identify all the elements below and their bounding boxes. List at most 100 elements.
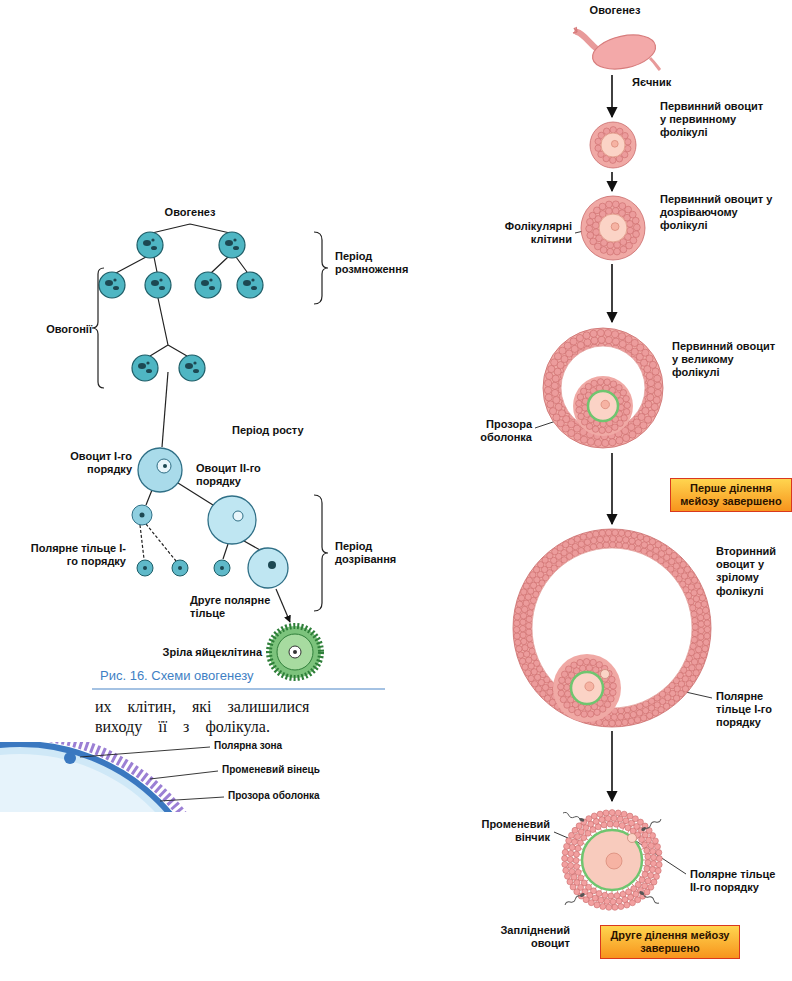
follicle-cell [616,437,623,444]
follicle-cell [649,361,656,368]
follicle-cell [648,387,655,394]
zona-pellucida [0,744,208,812]
stage-arrow [611,264,613,322]
stage-label: Фолікулярні клітини [492,220,572,246]
follicle-cell [692,630,698,636]
follicle-cell [573,851,579,857]
scheme-title: Овогенез [575,4,655,17]
follicle-cell [576,334,583,341]
nucleus [611,223,619,231]
egg-body [277,634,313,670]
follicle-cell [604,898,610,904]
follicle-cell [612,424,618,430]
stage-label: Вторинний овоцит у зрілому фолікулі [716,545,788,598]
follicle-cell [513,626,519,632]
stage-arrow [611,731,613,801]
oocyte-body [208,496,256,544]
stage-label: Яєчник [632,76,692,89]
follicle-cell [528,663,534,669]
follicle-cell [695,602,701,608]
follicle-cell [620,390,626,396]
polar-body-shape [137,560,153,576]
follicle-cell [656,856,662,862]
follicle-cell [523,600,529,606]
oocyte [588,391,618,421]
follicle-cell [622,543,628,549]
follicle-cell [697,608,703,614]
follicle-cell [521,589,527,595]
follicle-cell [605,815,611,821]
period-bracket [314,232,328,304]
follicle-cell [693,596,699,602]
stage-label: Прозора оболонка [452,418,532,444]
ootid [248,548,288,588]
follicle-cell [558,690,564,696]
follicle-cell [591,380,597,386]
follicle-cell [553,414,560,421]
nucleus [289,646,301,658]
corona-rays [564,812,660,908]
follicle-cell [625,531,631,537]
follicle-cell [616,536,622,542]
follicle-cell [594,902,600,908]
follicle-cell [586,532,592,538]
follicle-stage: Первинний овоцит у первинному фолікулі [589,121,637,169]
follicle-cell [586,225,593,232]
follicle-cell [546,372,553,379]
sperm [641,818,662,832]
oogonium [99,272,125,298]
follicle-cell [574,536,580,542]
follicle-cell [592,426,598,432]
polar-body-shape [214,560,230,576]
fimbriae [573,27,577,33]
sperm-tail [643,893,660,905]
cell-layer [544,329,661,446]
follicle-cell [564,691,570,697]
follicle-cell [685,578,691,584]
lineage-lines [116,224,290,622]
follicle-cell [614,248,621,255]
follicle-cell [703,639,709,645]
stage-picture [580,195,646,261]
follicle-cell [560,696,566,702]
follicle-cell [612,201,619,208]
cumulus [553,654,621,722]
follicle-cell [586,665,592,671]
follicle-cell [701,601,707,607]
stage-label: Первинний овоцит у великому фолікулі [672,340,782,380]
follicle-cell [644,866,650,872]
follicle-cell [522,645,528,651]
follicle-cell [623,434,630,441]
scheme-title: Овогенез [150,206,230,219]
follicle-cell [656,850,662,856]
period-bracket [314,495,328,611]
sperm-head [579,817,585,822]
follicle-cell [645,860,651,866]
follicle-cell [525,594,531,600]
follicle-cell [523,583,529,589]
follicle-cell [611,331,618,338]
follicle-cell [562,849,568,855]
follicle-cell [612,904,618,910]
follicle-cell [515,639,521,645]
leader-line [150,771,218,779]
follicle-cell [648,843,654,849]
leader-line [636,841,686,874]
stage-picture [541,326,665,450]
follicle-cell [547,401,554,408]
follicle-cell [700,652,706,658]
follicle-cell [581,711,587,717]
cumulus [573,376,633,436]
follicle-cell [609,720,615,726]
follicle-cell [525,670,531,676]
cell-layer [558,659,617,718]
ligament [650,58,660,70]
follicle-cell [599,203,606,210]
follicle-cell [704,626,710,632]
stage-art [590,122,636,168]
follicle-cell [703,613,709,619]
stage-arrow [611,453,613,524]
follicle-cell [586,816,592,822]
follicle-cell [625,145,631,151]
follicle-cell [607,821,613,827]
